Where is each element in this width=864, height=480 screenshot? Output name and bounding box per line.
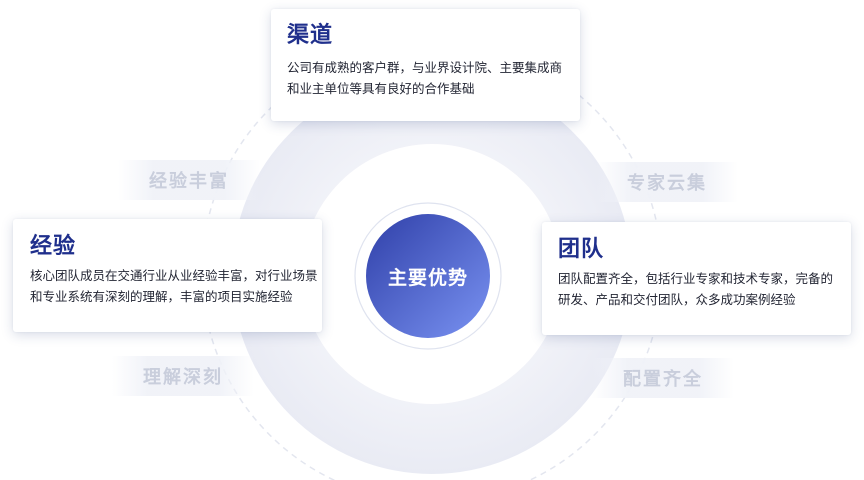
card-channel-desc: 公司有成熟的客户群，与业界设计院、主要集成商和业主单位等具有良好的合作基础: [287, 60, 563, 96]
tag-deep-understanding: 理解深刻: [112, 356, 254, 396]
tag-experts-gathered: 专家云集: [596, 162, 738, 202]
card-experience-desc: 核心团队成员在交通行业从业经验丰富，对行业场景和专业系统有深刻的理解，丰富的项目…: [30, 268, 318, 304]
card-channel: 渠道 公司有成熟的客户群，与业界设计院、主要集成商和业主单位等具有良好的合作基础: [271, 9, 580, 121]
tag-experience-rich: 经验丰富: [118, 160, 260, 200]
card-channel-title: 渠道: [287, 23, 334, 48]
card-experience: 经验 核心团队成员在交通行业从业经验丰富，对行业场景和专业系统有深刻的理解，丰富…: [13, 219, 322, 332]
card-experience-title: 经验: [30, 234, 77, 259]
card-team-title: 团队: [558, 237, 605, 262]
card-team: 团队 团队配置齐全，包括行业专家和技术专家，完备的研发、产品和交付团队，众多成功…: [542, 222, 851, 335]
center-circle: [366, 214, 490, 338]
center-label: 主要优势: [387, 266, 468, 289]
tag-complete-configuration: 配置齐全: [592, 358, 734, 398]
card-team-desc: 团队配置齐全，包括行业专家和技术专家，完备的研发、产品和交付团队，众多成功案例经…: [558, 271, 834, 307]
